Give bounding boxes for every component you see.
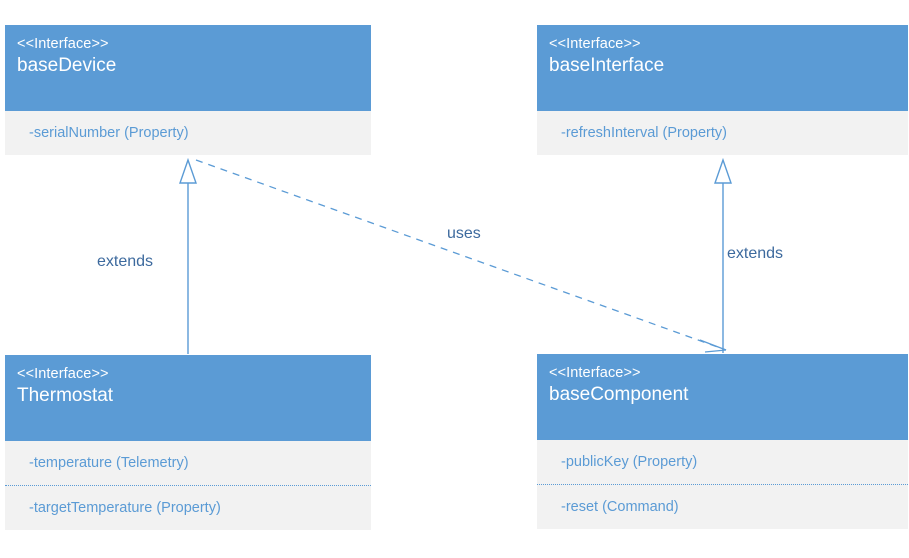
uml-stereotype-thermostat: <<Interface>> <box>17 366 109 382</box>
uml-class-header-baseinterface: <<Interface>> baseInterface <box>537 25 908 111</box>
uml-class-basedevice[interactable]: <<Interface>> baseDevice -serialNumber (… <box>4 24 372 156</box>
uml-member-row[interactable]: -publicKey (Property) <box>561 454 698 470</box>
uml-member-row[interactable]: -targetTemperature (Property) <box>5 485 371 530</box>
uml-members-thermostat: -temperature (Telemetry) -targetTemperat… <box>5 441 371 530</box>
uml-stereotype-baseinterface: <<Interface>> <box>549 36 641 52</box>
uml-member-row[interactable]: -reset (Command) <box>537 484 908 529</box>
uml-class-name-baseinterface: baseInterface <box>549 55 665 76</box>
edge-label-extends-right: extends <box>727 245 784 262</box>
hollow-triangle-arrowhead-right <box>714 157 732 184</box>
uml-class-header-basecomponent: <<Interface>> baseComponent <box>537 354 908 440</box>
uml-class-thermostat[interactable]: <<Interface>> Thermostat -temperature (T… <box>4 354 372 531</box>
open-arrowhead-uses <box>699 339 727 353</box>
uml-member-row[interactable]: -temperature (Telemetry) <box>29 455 189 471</box>
hollow-triangle-arrowhead-left <box>179 157 197 184</box>
uml-class-header-thermostat: <<Interface>> Thermostat <box>5 355 371 441</box>
edge-label-extends-left: extends <box>97 253 154 270</box>
uml-member-row[interactable]: -refreshInterval (Property) <box>561 125 727 141</box>
edge-line-uses <box>195 159 727 351</box>
uml-members-baseinterface: -refreshInterval (Property) <box>537 111 908 155</box>
edge-basedevice-uses-basecomponent <box>195 159 727 353</box>
uml-class-name-basecomponent: baseComponent <box>549 384 689 405</box>
uml-stereotype-basecomponent: <<Interface>> <box>549 365 641 381</box>
uml-stereotype-basedevice: <<Interface>> <box>17 36 109 52</box>
uml-class-name-thermostat: Thermostat <box>17 385 114 406</box>
uml-member-row[interactable]: -serialNumber (Property) <box>29 125 189 141</box>
uml-class-baseinterface[interactable]: <<Interface>> baseInterface -refreshInte… <box>536 24 909 156</box>
edge-label-uses: uses <box>447 225 481 242</box>
uml-class-name-basedevice: baseDevice <box>17 55 117 76</box>
uml-class-header-basedevice: <<Interface>> baseDevice <box>5 25 371 111</box>
edge-thermostat-extends-basedevice <box>179 157 197 354</box>
uml-members-basedevice: -serialNumber (Property) <box>5 111 371 155</box>
uml-class-basecomponent[interactable]: <<Interface>> baseComponent -publicKey (… <box>536 353 909 530</box>
uml-members-basecomponent: -publicKey (Property) -reset (Command) <box>537 440 908 529</box>
